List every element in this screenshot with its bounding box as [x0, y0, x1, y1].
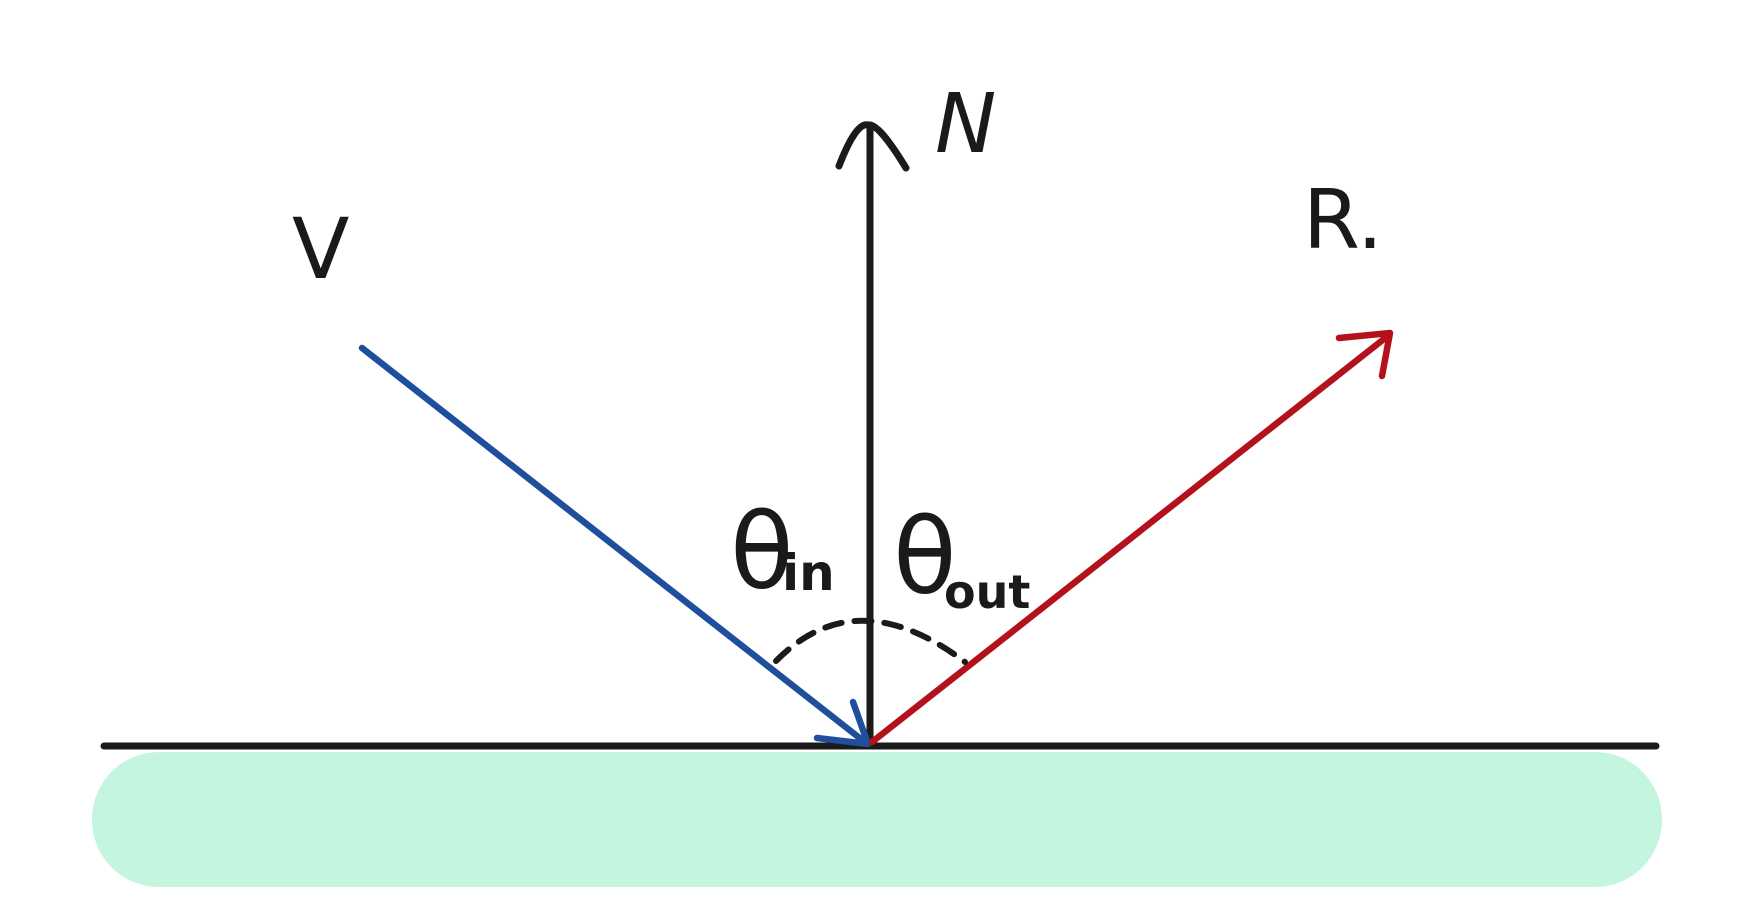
normal-vector-label: N: [935, 77, 996, 172]
reflected-vector: [868, 329, 1394, 746]
theta-in-subscript: in: [782, 544, 835, 602]
theta-in-label: θ in: [730, 491, 835, 613]
normal-vector: [835, 121, 910, 749]
theta-out-label: θ out: [893, 496, 1030, 619]
theta-out-symbol: θ: [893, 496, 957, 618]
incident-vector: [358, 344, 872, 748]
surface-fill: [92, 752, 1662, 887]
reflected-vector-label: R.: [1303, 173, 1383, 268]
theta-out-subscript: out: [944, 565, 1030, 619]
angle-arc: [773, 617, 968, 665]
theta-in-symbol: θ: [730, 491, 794, 613]
incident-vector-label: V: [292, 200, 349, 298]
